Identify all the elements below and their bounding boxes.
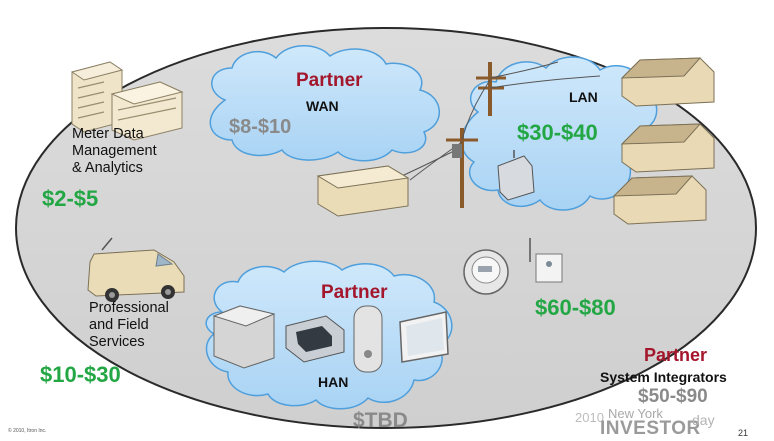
wan-partner-label: Partner [296,70,363,91]
field-services-price: $10-$30 [40,362,121,387]
meter-data-price: $2-$5 [42,186,99,211]
han-price: $TBD [353,409,408,432]
integrators-label: System Integrators [600,369,727,385]
meters-price: $60-$80 [535,295,616,320]
wan-cloud [209,45,441,162]
integrators-partner-label: Partner [644,345,708,365]
in-home-display-icon [399,311,449,363]
house-icon [620,123,715,173]
meter-data-line3: & Analytics [72,160,143,176]
field-services-label: Professional and Field Services [89,300,169,351]
office-building-icon [70,61,184,141]
wan-label: WAN [306,98,339,114]
field-services-line1: Professional [89,300,169,316]
wan-price: $8-$10 [229,116,292,138]
meter-data-label: Meter Data Management & Analytics [72,126,157,177]
page-number: 21 [738,428,749,438]
in-home-display-icon [353,305,383,373]
footer-new-york: New York [608,406,663,421]
meter-data-line1: Meter Data [72,126,144,142]
house-icon [620,57,715,107]
lan-label: LAN [569,89,598,105]
network-router-icon [212,305,276,369]
footer-day: day [692,412,715,428]
field-services-line3: Services [89,334,145,350]
meter-module-icon [529,238,563,283]
transformer-icon [316,144,462,217]
footer-year: 2010 [575,410,604,425]
han-partner-label: Partner [321,282,388,303]
field-services-line2: and Field [89,317,149,333]
lan-price: $30-$40 [517,120,598,145]
house-icon [612,175,707,225]
utility-pole-icon [446,62,506,208]
copyright-text: © 2010, Itron Inc. [8,428,47,434]
thermostat-icon [285,315,345,363]
integrators-price: $50-$90 [638,386,708,407]
collector-box-icon [497,150,535,201]
service-van-icon [87,237,185,302]
electric-meter-icon [463,249,509,295]
footer-investor: INVESTOR [600,418,701,439]
han-label: HAN [318,374,349,390]
meter-data-line2: Management [72,143,157,159]
